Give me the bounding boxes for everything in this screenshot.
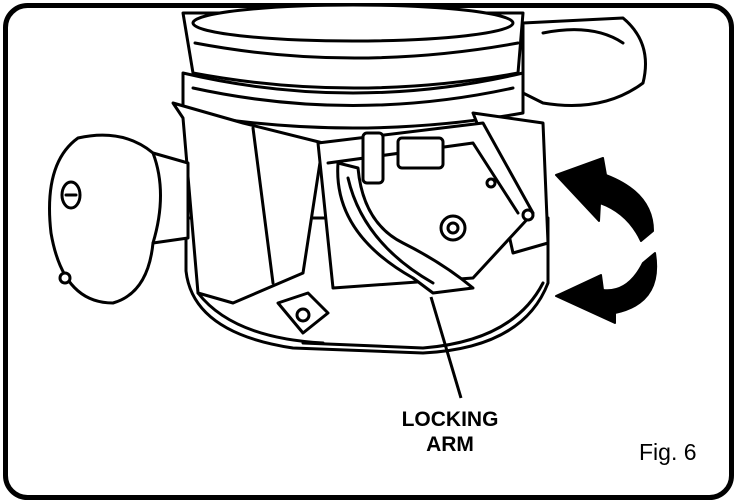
callout-line-1: LOCKING xyxy=(401,408,499,431)
rotation-arrows-icon xyxy=(555,157,658,324)
locking-arm-callout: LOCKING ARM xyxy=(381,407,519,457)
figure-label: Fig. 6 xyxy=(639,439,697,465)
router-illustration xyxy=(3,3,734,500)
router-body xyxy=(48,3,647,355)
locking-arm xyxy=(336,161,475,295)
callout-line-2: ARM xyxy=(426,433,474,456)
left-handle xyxy=(48,133,190,305)
figure-frame: LOCKING ARM Fig. 6 xyxy=(3,3,734,500)
housing-left-post xyxy=(171,101,325,305)
base-edge-line xyxy=(196,291,325,345)
callout-leader xyxy=(429,296,463,399)
collar-ring xyxy=(181,71,525,130)
clamp-block xyxy=(361,131,385,185)
